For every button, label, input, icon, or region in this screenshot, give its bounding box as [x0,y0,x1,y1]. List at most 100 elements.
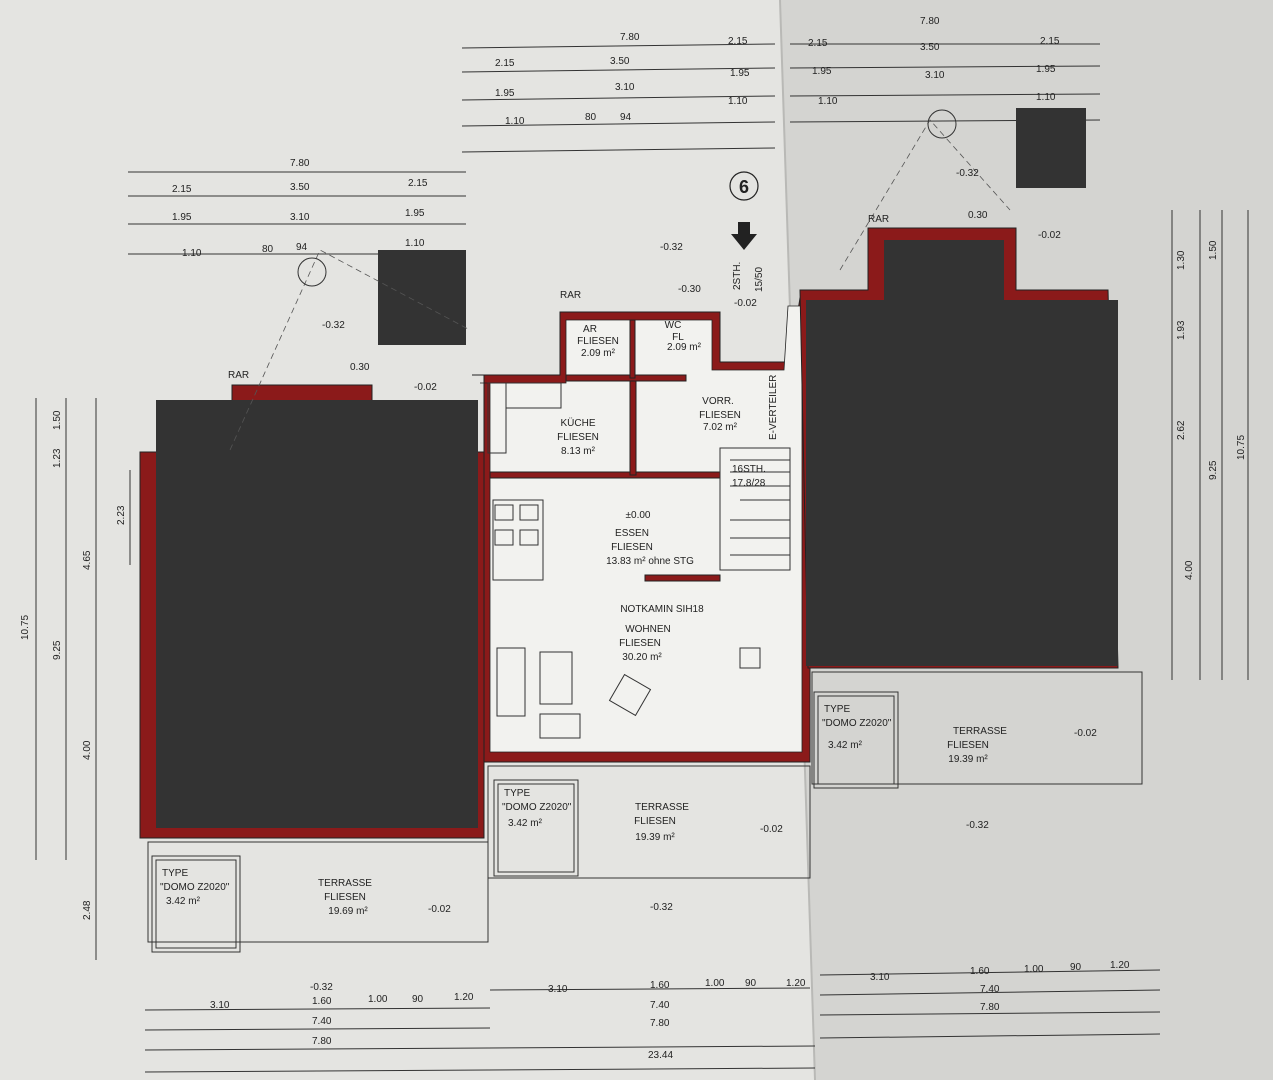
left-annex-redacted [378,250,466,345]
right-house: -0.32 0.30 -0.02 RAR [799,108,1119,669]
level-right-002: -0.02 [1038,230,1061,241]
dim-v-400: 4.00 [82,740,93,760]
dim-left-310: 3.10 [290,212,310,223]
shed-mid-area: 3.42 m² [508,818,543,829]
shed-right-area: 3.42 m² [828,740,863,751]
dim-top-r-350: 3.50 [920,42,940,53]
dim-top-195b: 1.95 [730,68,750,79]
right-house-redacted [806,300,1118,666]
room-essen-floor: FLIESEN [611,542,653,553]
level-left-032: -0.32 [322,320,345,331]
dim-b-780: 7.80 [312,1036,332,1047]
dims-bottom: 3.10 1.60 1.00 90 1.20 7.40 7.80 3.10 1.… [144,960,1161,1073]
level-bottom-left: -0.32 [310,982,333,993]
dim-left-215a: 2.15 [172,184,192,195]
room-wohnen-name: WOHNEN [625,624,671,635]
shed-right-type: TYPE [824,704,850,715]
dim-top-195a: 1.95 [495,88,515,99]
dim-top-215b: 2.15 [728,36,748,47]
dim-top-94: 94 [620,112,632,123]
terrace-right-area: 19.39 m² [948,754,988,765]
entrance-arrow-icon [731,222,757,250]
level-right-030: 0.30 [968,210,988,221]
terrace-mid [487,765,811,879]
dim-b-740: 7.40 [312,1016,332,1027]
dim-bm-90: 90 [745,978,757,989]
rar-mid: RAR [560,290,581,301]
dim-br-90: 90 [1070,962,1082,973]
terrace-right-floor: FLIESEN [947,740,989,751]
dim-top-350: 3.50 [610,56,630,67]
room-wc-area: 2.09 m² [667,342,702,353]
dim-br-740: 7.40 [980,984,1000,995]
notkamin-label: NOTKAMIN SIH18 [620,604,704,615]
rar-right: RAR [868,214,889,225]
sth-mid-dim: 15/50 [754,267,765,292]
room-ar-floor: FLIESEN [577,336,619,347]
stairs-label: 16STH. [732,464,766,475]
dim-bm-780: 7.80 [650,1018,670,1029]
room-wohnen-floor: FLIESEN [619,638,661,649]
dim-br-780: 7.80 [980,1002,1000,1013]
level-left-002: -0.02 [414,382,437,393]
dim-left-215b: 2.15 [408,178,428,189]
terrace-left-level: -0.02 [428,904,451,915]
level-mid-030: -0.30 [678,284,701,295]
house-number: 6 [739,177,749,197]
terraces: TERRASSE FLIESEN 19.69 m² -0.02 TERRASSE… [147,671,1143,943]
dim-b-310: 3.10 [210,1000,230,1011]
sth-mid: 2STH. [732,262,743,290]
room-vorr-area: 7.02 m² [703,422,738,433]
dim-top-110: 1.10 [505,116,525,127]
dim-top-215a: 2.15 [495,58,515,69]
lounge-chair [608,673,652,717]
dim-left-94: 94 [296,242,308,253]
dims-left-side: 10.75 9.25 4.65 4.00 2.48 1.50 1.23 2.23 [20,398,131,960]
dim-v-223: 2.23 [116,505,127,525]
shed-left-model: "DOMO Z2020" [160,882,230,893]
dim-top-110b: 1.10 [728,96,748,107]
dim-left-80: 80 [262,244,274,255]
kitchen-counter [487,382,507,454]
sheds: TYPE "DOMO Z2020" 3.42 m² TYPE "DOMO Z20… [151,691,899,953]
dim-br-100: 1.00 [1024,964,1044,975]
left-house-redacted [156,400,478,828]
dim-total: 23.44 [648,1050,673,1061]
terrace-right [811,671,1143,785]
dim-rv-925: 9.25 [1208,460,1219,480]
sofa [496,647,526,717]
dim-br-160: 1.60 [970,966,990,977]
level-left-030: 0.30 [350,362,370,373]
dim-left-195b: 1.95 [405,208,425,219]
wall-notkamin [644,574,721,582]
dim-b-100: 1.00 [368,994,388,1005]
dining-table [492,499,544,581]
level-bottom-mid: -0.32 [650,902,673,913]
dim-left-110a: 1.10 [182,248,202,259]
dim-left-350: 3.50 [290,182,310,193]
dim-top-r-110b: 1.10 [1036,92,1056,103]
rar-left: RAR [228,370,249,381]
dim-top-r-215a: 2.15 [808,38,828,49]
armchair [539,713,581,739]
dim-br-310: 3.10 [870,972,890,983]
wall-ar-wc [565,374,687,382]
dim-rv-1075: 10.75 [1236,435,1247,460]
middle-house [472,297,811,763]
wall-kitchen-essen [489,471,721,479]
coffee-table [539,651,573,705]
dim-bm-100: 1.00 [705,978,725,989]
shed-right-model: "DOMO Z2020" [822,718,892,729]
room-labels: AR FLIESEN 2.09 m² WC FL 2.09 m² KÜCHE F… [557,242,779,663]
dim-v-1075: 10.75 [20,615,31,640]
dim-top-r-195b: 1.95 [1036,64,1056,75]
shed-left [151,855,241,953]
dim-top-780: 7.80 [620,32,640,43]
dim-rv-193: 1.93 [1176,320,1187,340]
shed-mid-model: "DOMO Z2020" [502,802,572,813]
dim-left-780: 7.80 [290,158,310,169]
dim-top-r-310: 3.10 [925,70,945,81]
room-kuche-name: KÜCHE [560,417,595,429]
dim-bm-310: 3.10 [548,984,568,995]
shed-mid [493,779,579,877]
